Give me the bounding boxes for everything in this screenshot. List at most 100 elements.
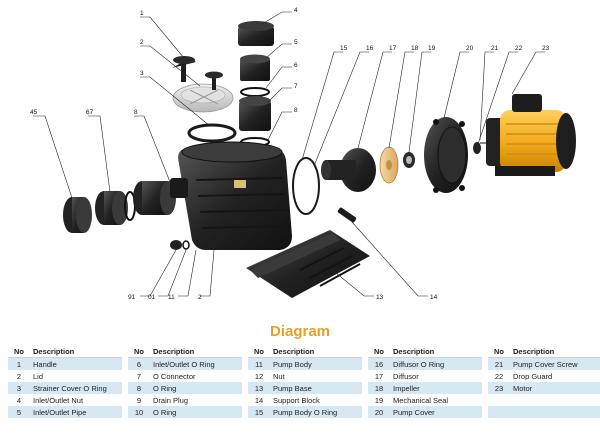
col-description-header: Description <box>270 345 362 358</box>
part-description-cell: Lid <box>30 370 122 382</box>
support-block-part <box>337 207 357 223</box>
part-number-cell: 15 <box>248 406 270 418</box>
left-inlet-parts <box>63 181 176 233</box>
part-description-cell: Drain Plug <box>150 394 242 406</box>
table-header-row: No Description No Description No Descrip… <box>8 345 600 358</box>
pump-base-part <box>246 230 370 298</box>
part-number-cell: 11 <box>248 357 270 370</box>
part-number-cell <box>488 394 510 406</box>
part-number-cell: 17 <box>368 370 390 382</box>
callout-20: 20 <box>466 45 474 52</box>
part-description-cell: Diffusor O Ring <box>390 357 482 370</box>
part-description-cell: Handle <box>30 357 122 370</box>
inlet-outlet-stack <box>238 21 274 147</box>
callout-67: 67 <box>86 109 94 116</box>
callout-11: 11 <box>168 294 175 301</box>
callout-19: 19 <box>428 45 436 52</box>
mechanical-seal-part <box>403 152 415 168</box>
callout-17: 17 <box>389 45 397 52</box>
part-number-cell: 10 <box>128 406 150 418</box>
diffusor-part <box>321 148 376 192</box>
part-description-cell: Diffusor <box>390 370 482 382</box>
pump-cover-part <box>424 117 468 193</box>
callout-16: 16 <box>366 45 374 52</box>
part-number-cell: 6 <box>128 357 150 370</box>
part-description-cell: Inlet/Outlet O Ring <box>150 357 242 370</box>
callout-labels: 1 2 3 4 5 6 7 8 45 67 8 15 16 17 18 19 2… <box>30 7 550 301</box>
part-number-cell: 16 <box>368 357 390 370</box>
exploded-pump-diagram: 1 2 3 4 5 6 7 8 45 67 8 15 16 17 18 19 2… <box>30 7 576 301</box>
parts-table: No Description No Description No Descrip… <box>8 345 600 418</box>
part-number-cell: 12 <box>248 370 270 382</box>
callout-45: 45 <box>30 109 38 116</box>
col-no-header: No <box>368 345 390 358</box>
callout-13: 13 <box>376 294 384 301</box>
leader-lines <box>33 11 545 297</box>
lid-part <box>172 71 234 113</box>
part-number-cell: 1 <box>8 357 30 370</box>
part-description-cell: Strainer Cover O Ring <box>30 382 122 394</box>
part-description-cell: Mechanical Seal <box>390 394 482 406</box>
callout-22: 22 <box>515 45 523 52</box>
part-number-cell: 20 <box>368 406 390 418</box>
col-no-header: No <box>8 345 30 358</box>
callout-1: 1 <box>140 10 144 17</box>
callout-23: 23 <box>542 45 550 52</box>
col-no-header: No <box>248 345 270 358</box>
part-number-cell: 14 <box>248 394 270 406</box>
col-description-header: Description <box>390 345 482 358</box>
part-number-cell: 18 <box>368 382 390 394</box>
drop-guard-part <box>473 142 481 154</box>
part-description-cell: O Ring <box>150 382 242 394</box>
part-description-cell <box>510 394 600 406</box>
strainer-o-ring-part <box>187 123 237 143</box>
callout-91: 91 <box>128 294 136 301</box>
part-number-cell: 8 <box>128 382 150 394</box>
part-description-cell: Nut <box>270 370 362 382</box>
drain-plug-part <box>170 240 190 250</box>
part-number-cell: 22 <box>488 370 510 382</box>
part-number-cell: 4 <box>8 394 30 406</box>
part-description-cell: O Connector <box>150 370 242 382</box>
part-description-cell: Pump Base <box>270 382 362 394</box>
part-description-cell: O Ring <box>150 406 242 418</box>
col-no-header: No <box>488 345 510 358</box>
callout-15: 15 <box>340 45 348 52</box>
part-number-cell: 9 <box>128 394 150 406</box>
callout-7: 7 <box>294 83 298 90</box>
part-number-cell: 5 <box>8 406 30 418</box>
part-number-cell: 3 <box>8 382 30 394</box>
pump-body-part <box>170 141 292 250</box>
col-description-header: Description <box>30 345 122 358</box>
part-number-cell <box>488 406 510 418</box>
part-number-cell: 23 <box>488 382 510 394</box>
diagram-caption: Diagram <box>269 323 331 340</box>
callout-8: 8 <box>294 107 298 114</box>
motor-part <box>486 94 576 176</box>
part-description-cell: Pump Body <box>270 357 362 370</box>
part-description-cell: Support Block <box>270 394 362 406</box>
col-no-header: No <box>128 345 150 358</box>
part-description-cell: Pump Cover <box>390 406 482 418</box>
part-description-cell: Pump Cover Screw <box>510 357 600 370</box>
callout-18: 18 <box>411 45 419 52</box>
part-description-cell: Pump Body O Ring <box>270 406 362 418</box>
col-description-header: Description <box>510 345 600 358</box>
callout-8-left: 8 <box>134 109 138 116</box>
part-number-cell: 21 <box>488 357 510 370</box>
part-number-cell: 7 <box>128 370 150 382</box>
callout-01: 01 <box>148 294 156 301</box>
callout-3: 3 <box>140 70 144 77</box>
part-description-cell: Impeller <box>390 382 482 394</box>
part-description-cell: Drop Guard <box>510 370 600 382</box>
part-number-cell: 13 <box>248 382 270 394</box>
callout-4: 4 <box>294 7 298 14</box>
impeller-part <box>379 146 399 184</box>
callout-14: 14 <box>430 294 438 301</box>
handle-part <box>172 56 196 82</box>
